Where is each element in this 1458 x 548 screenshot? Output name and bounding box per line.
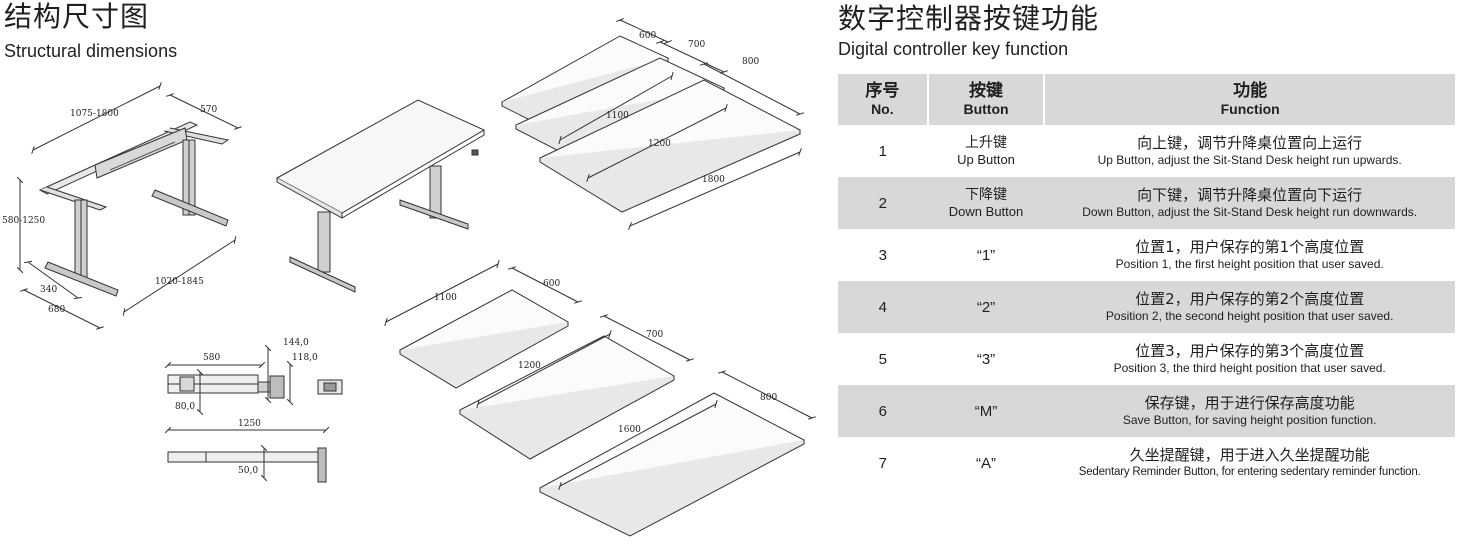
detail-col-size-2: 118,0 [292, 353, 318, 363]
dim-foot-length: 680 [48, 305, 65, 315]
desktop2-depth-600: 600 [543, 279, 560, 289]
dim-frame-span: 1020-1845 [155, 277, 204, 287]
desktop1-depth-700: 700 [688, 40, 705, 50]
table-row: 4 “2” 位置2，用户保存的第2个高度位置 Position 2, the s… [838, 281, 1455, 333]
detail-beam-size: 80,0 [175, 402, 195, 412]
table-row: 3 “1” 位置1，用户保存的第1个高度位置 Position 1, the f… [838, 229, 1455, 281]
dim-depth: 570 [200, 105, 217, 115]
detail-arm-length: 580 [203, 353, 220, 363]
row-number: 5 [878, 350, 888, 368]
row-number: 2 [878, 194, 888, 212]
row-function: 位置1，用户保存的第1个高度位置 Position 1, the first h… [1115, 238, 1384, 271]
row-number: 4 [878, 298, 888, 316]
row-button: “1” [976, 246, 996, 264]
detail-col-size-1: 144,0 [283, 338, 309, 348]
controller-key-function-title-en: Digital controller key function [838, 39, 1069, 59]
key-function-table: 序号 No. 按键 Button 功能 Function 1 上升键 Up Bu… [838, 74, 1455, 489]
row-function: 向上键，调节升降桌位置向上运行 Up Button, adjust the Si… [1097, 134, 1402, 167]
dim-foot-spacing: 340 [40, 285, 57, 295]
desktop1-width-1200: 1200 [648, 139, 671, 149]
desktop2-width-1100: 1100 [434, 293, 457, 303]
table-row: 6 “M” 保存键，用于进行保存高度功能 Save Button, for sa… [838, 385, 1455, 437]
row-function: 久坐提醒键，用于进入久坐提醒功能 Sedentary Reminder Butt… [1078, 446, 1421, 478]
row-button: “A” [976, 454, 997, 472]
header-button: 按键 Button [927, 74, 1046, 125]
desktop2-width-1600: 1600 [618, 425, 641, 435]
row-button: “M” [974, 402, 998, 420]
dimension-drawings: 1075-1800 570 580-1250 340 680 1020-1845… [2, 0, 830, 537]
header-no: 序号 No. [838, 74, 929, 125]
desktop-sizes-set-2 [398, 289, 806, 537]
table-row: 1 上升键 Up Button 向上键，调节升降桌位置向上运行 Up Butto… [838, 125, 1455, 177]
row-function: 位置2，用户保存的第2个高度位置 Position 2, the second … [1105, 290, 1394, 323]
structural-dimensions-title-cn: 结构尺寸图 [4, 0, 150, 33]
dim-width-range: 1075-1800 [70, 109, 119, 119]
dim-height-range: 580-1250 [2, 216, 45, 226]
controller-key-function-title-cn: 数字控制器按键功能 [838, 2, 1100, 35]
table-header-row: 序号 No. 按键 Button 功能 Function [838, 74, 1455, 125]
detail-beam-width: 50,0 [238, 466, 258, 476]
table-row: 7 “A” 久坐提醒键，用于进入久坐提醒功能 Sedentary Reminde… [838, 437, 1455, 489]
row-button: 上升键 Up Button [957, 135, 1015, 167]
frame-detail-drawings [168, 348, 343, 483]
row-number: 3 [878, 246, 888, 264]
row-number: 6 [878, 402, 888, 420]
desktop1-depth-600: 600 [639, 31, 656, 41]
assembled-desk-drawing [275, 99, 486, 293]
detail-beam-length: 1250 [238, 419, 261, 429]
desktop2-width-1200: 1200 [518, 361, 541, 371]
row-button: 下降键 Down Button [948, 187, 1024, 219]
header-function: 功能 Function [1220, 80, 1280, 117]
structural-dimensions-title-en: Structural dimensions [4, 41, 178, 61]
row-button: “3” [976, 350, 996, 368]
table-row: 2 下降键 Down Button 向下键，调节升降桌位置向下运行 Down B… [838, 177, 1455, 229]
desk-frame-drawing [20, 86, 238, 328]
desktop1-width-1100: 1100 [606, 111, 629, 121]
desktop2-depth-700: 700 [646, 330, 663, 340]
row-function: 向下键，调节升降桌位置向下运行 Down Button, adjust the … [1082, 186, 1418, 219]
desktop1-depth-800: 800 [742, 57, 759, 67]
row-number: 1 [878, 142, 888, 160]
row-number: 7 [878, 454, 888, 472]
desktop2-depth-800: 800 [760, 393, 777, 403]
row-function: 位置3，用户保存的第3个高度位置 Position 3, the third h… [1113, 342, 1386, 375]
row-function: 保存键，用于进行保存高度功能 Save Button, for saving h… [1122, 394, 1377, 427]
table-row: 5 “3” 位置3，用户保存的第3个高度位置 Position 3, the t… [838, 333, 1455, 385]
desktop1-width-1800: 1800 [702, 175, 725, 185]
row-button: “2” [976, 298, 996, 316]
